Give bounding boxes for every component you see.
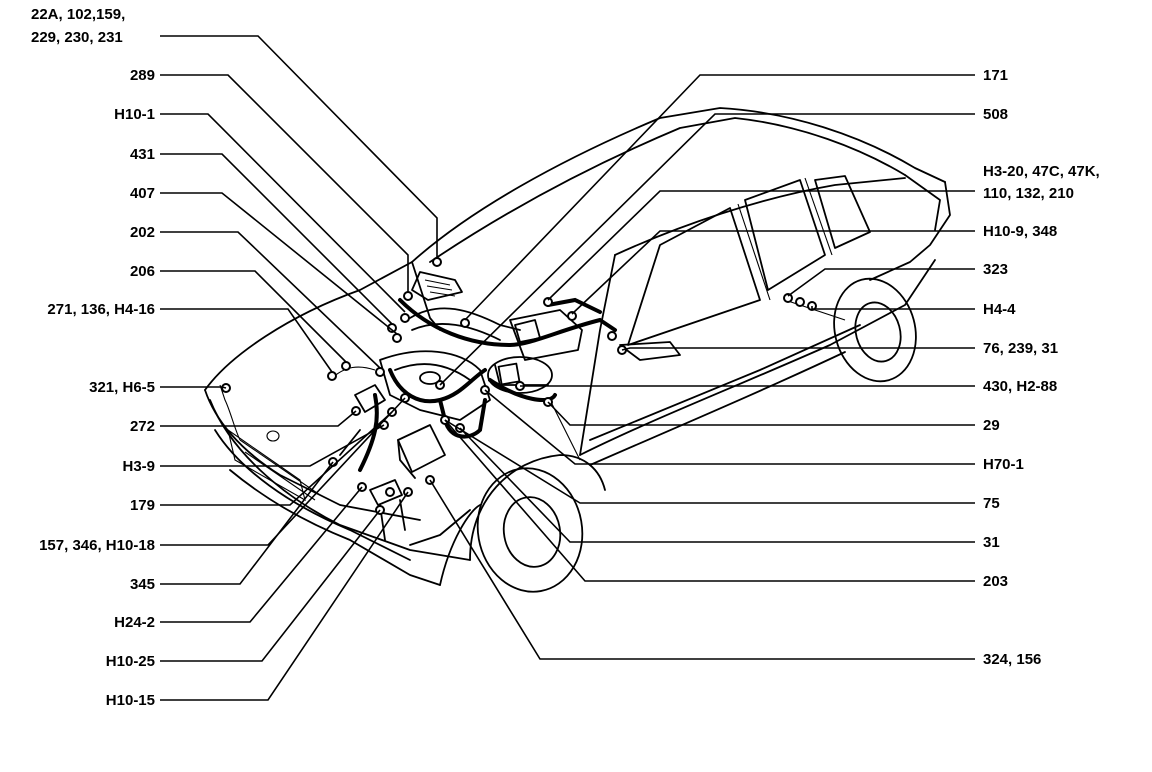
label-289: 289 [130, 67, 155, 84]
label-h3-9: H3-9 [122, 458, 155, 475]
connector-dot [567, 311, 577, 321]
label-508: 508 [983, 106, 1008, 123]
connector-dot [327, 371, 337, 381]
connector-dot [607, 331, 617, 341]
label-321-h6-5: 321, H6-5 [89, 379, 155, 396]
connector-dot [385, 487, 395, 497]
label-22a-line1: 22A, 102,159, [31, 6, 125, 23]
label-h4-4: H4-4 [983, 301, 1016, 318]
car-body-outline [204, 107, 951, 593]
label-430-h2-88: 430, H2-88 [983, 378, 1057, 395]
connector-dot [460, 318, 470, 328]
connector-dot [543, 297, 553, 307]
connector-dot [400, 313, 410, 323]
label-h10-9-348: H10-9, 348 [983, 223, 1057, 240]
label-271-136-h4-16: 271, 136, H4-16 [47, 301, 155, 318]
label-272: 272 [130, 418, 155, 435]
label-29: 29 [983, 417, 1000, 434]
label-h10-15: H10-15 [106, 692, 155, 709]
label-22a-line2: 229, 230, 231 [31, 29, 123, 46]
label-h70-1: H70-1 [983, 456, 1024, 473]
connector-dot [375, 367, 385, 377]
label-202: 202 [130, 224, 155, 241]
connector-dot [432, 257, 442, 267]
label-407: 407 [130, 185, 155, 202]
connector-dot [795, 297, 805, 307]
label-h3-20-line1: H3-20, 47C, 47K, [983, 163, 1100, 180]
label-206: 206 [130, 263, 155, 280]
label-171: 171 [983, 67, 1008, 84]
label-h3-20-line2: 110, 132, 210 [983, 185, 1074, 202]
label-157-346-h10-18: 157, 346, H10-18 [39, 537, 155, 554]
label-324-156: 324, 156 [983, 651, 1041, 668]
left-labels: 22A, 102,159, 229, 230, 231 289 H10-1 43… [31, 6, 155, 709]
right-labels: 171 508 H3-20, 47C, 47K, 110, 132, 210 H… [983, 67, 1100, 668]
label-323: 323 [983, 261, 1008, 278]
engine-components [339, 271, 583, 541]
label-76-239-31: 76, 239, 31 [983, 340, 1058, 357]
label-31: 31 [983, 534, 1000, 551]
label-h24-2: H24-2 [114, 614, 155, 631]
connector-dot [783, 293, 793, 303]
label-345: 345 [130, 576, 155, 593]
connector-dot [403, 291, 413, 301]
label-h10-25: H10-25 [106, 653, 155, 670]
leader-lines [160, 35, 975, 701]
label-203: 203 [983, 573, 1008, 590]
connector-dot [341, 361, 351, 371]
label-431: 431 [130, 146, 155, 163]
connector-dot [392, 333, 402, 343]
label-h10-1: H10-1 [114, 106, 155, 123]
label-75: 75 [983, 495, 1000, 512]
label-179: 179 [130, 497, 155, 514]
